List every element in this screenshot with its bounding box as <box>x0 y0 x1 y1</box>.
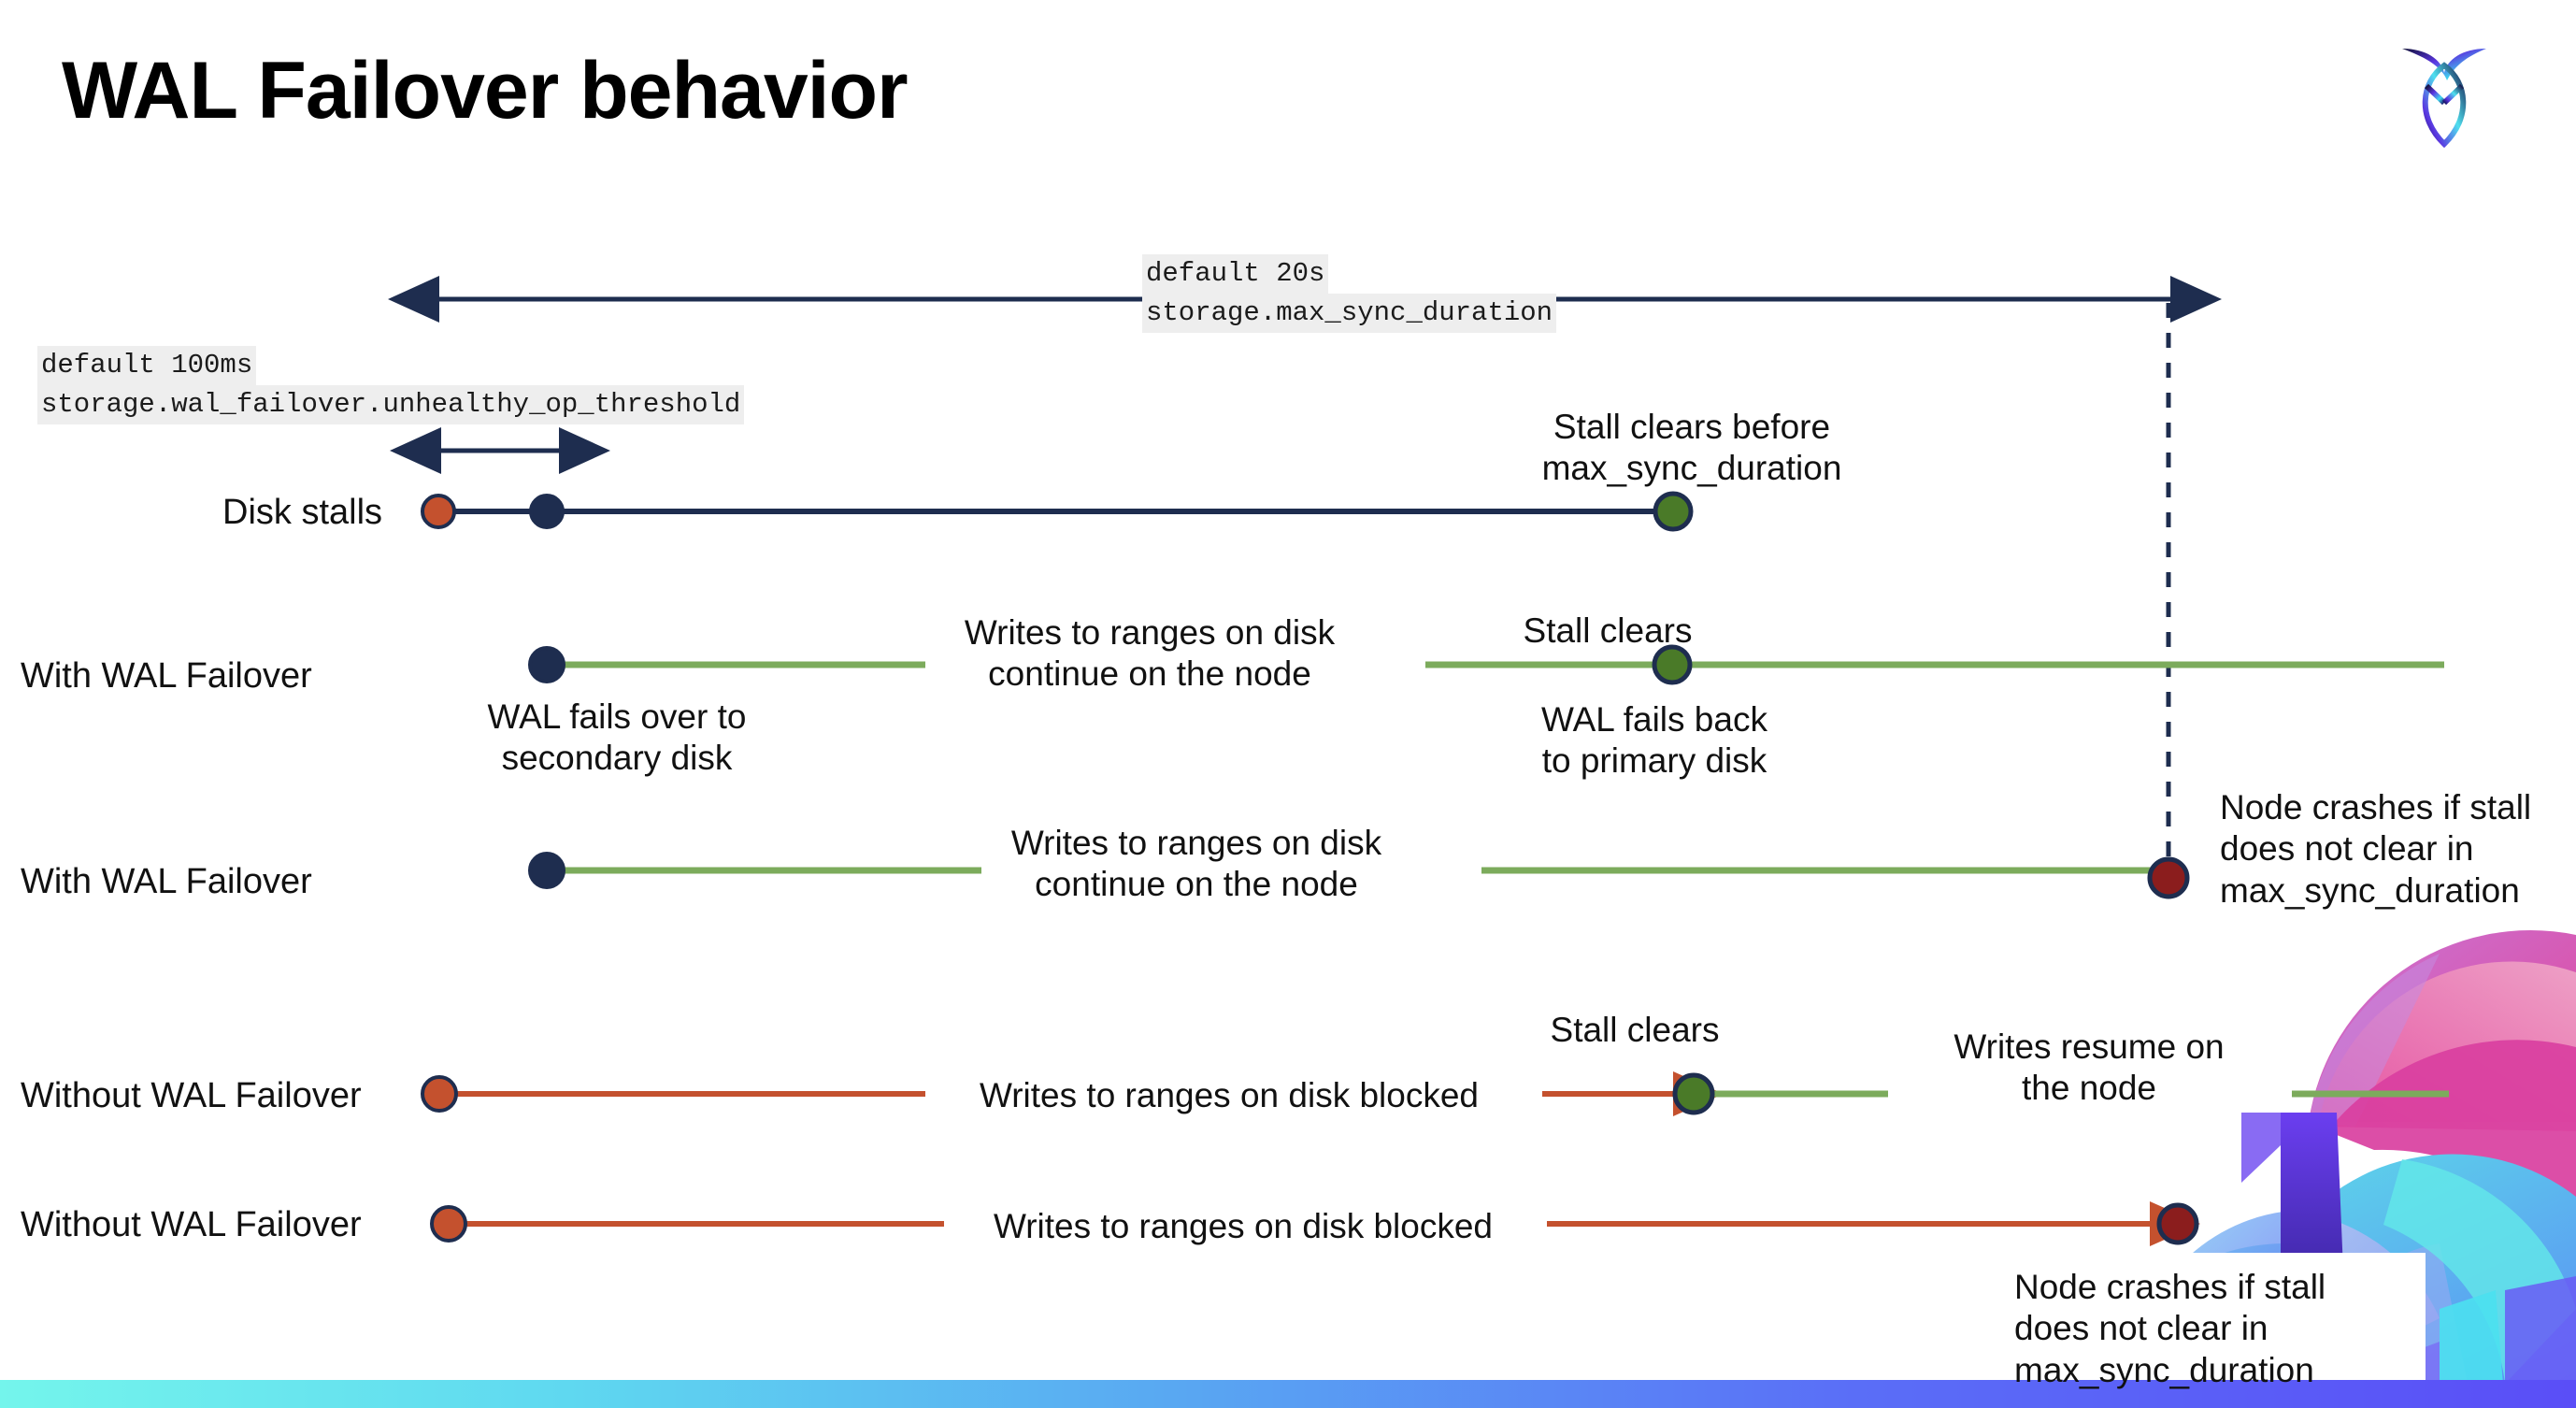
navy-dot <box>528 852 565 889</box>
annotation-stall-clears-before-max-sync: Stall clears before max_sync_duration <box>1541 408 1842 488</box>
dark-red-dot <box>2156 1202 2199 1245</box>
annotation-writes-blocked-2: Writes to ranges on disk blocked <box>993 1207 1494 1245</box>
green-dot <box>1653 491 1694 532</box>
row-label-without-wal-failover-1: Without WAL Failover <box>21 1076 362 1115</box>
max-sync-duration-setting-chip: storage.max_sync_duration <box>1142 294 1557 334</box>
annotation-node-crash-2: Node crashes if stall does not clear in … <box>2014 1268 2326 1389</box>
annotation-wal-fails-back: WAL fails back to primary disk <box>1541 700 1767 781</box>
annotation-writes-resume: Writes resume on the node <box>1953 1027 2225 1108</box>
orange-dot <box>421 1075 458 1113</box>
unhealthy-op-threshold-default-chip: default 100ms <box>37 346 257 386</box>
annotation-wal-fails-over: WAL fails over to secondary disk <box>487 697 747 778</box>
row-without-wal-failover-1-timeline <box>421 1071 2449 1116</box>
green-dot <box>1652 644 1693 685</box>
annotation-stall-clears-2: Stall clears <box>1550 1011 1720 1049</box>
row-label-without-wal-failover-2: Without WAL Failover <box>21 1205 362 1244</box>
green-dot <box>1672 1072 1715 1115</box>
max-sync-duration-default-chip: default 20s <box>1142 254 1329 295</box>
annotation-stall-clears-1: Stall clears <box>1523 611 1693 650</box>
dark-red-dot <box>2147 856 2190 899</box>
unhealthy-op-threshold-setting-chip: storage.wal_failover.unhealthy_op_thresh… <box>37 385 745 425</box>
bottom-gradient-bar <box>0 1380 2576 1408</box>
row-with-wal-failover-2-timeline <box>528 852 2190 899</box>
annotation-node-crash-1: Node crashes if stall does not clear in … <box>2220 788 2532 910</box>
page-title: WAL Failover behavior <box>62 46 909 136</box>
orange-dot <box>421 494 456 529</box>
row-without-wal-failover-2-timeline <box>430 1201 2200 1246</box>
cockroachdb-logo <box>2402 49 2486 149</box>
annotation-writes-blocked-1: Writes to ranges on disk blocked <box>979 1076 1480 1114</box>
navy-dot <box>528 646 565 683</box>
annotation-writes-continue-1: Writes to ranges on disk continue on the… <box>964 613 1336 694</box>
annotation-writes-continue-2: Writes to ranges on disk continue on the… <box>1010 824 1382 904</box>
orange-dot <box>430 1205 467 1243</box>
row-label-disk-stalls: Disk stalls <box>222 493 383 532</box>
row-disk-stalls-timeline <box>421 491 1694 532</box>
navy-dot <box>529 494 565 529</box>
row-label-with-wal-failover-1: With WAL Failover <box>21 656 312 696</box>
row-with-wal-failover-1-timeline <box>528 644 2444 685</box>
row-label-with-wal-failover-2: With WAL Failover <box>21 862 312 901</box>
